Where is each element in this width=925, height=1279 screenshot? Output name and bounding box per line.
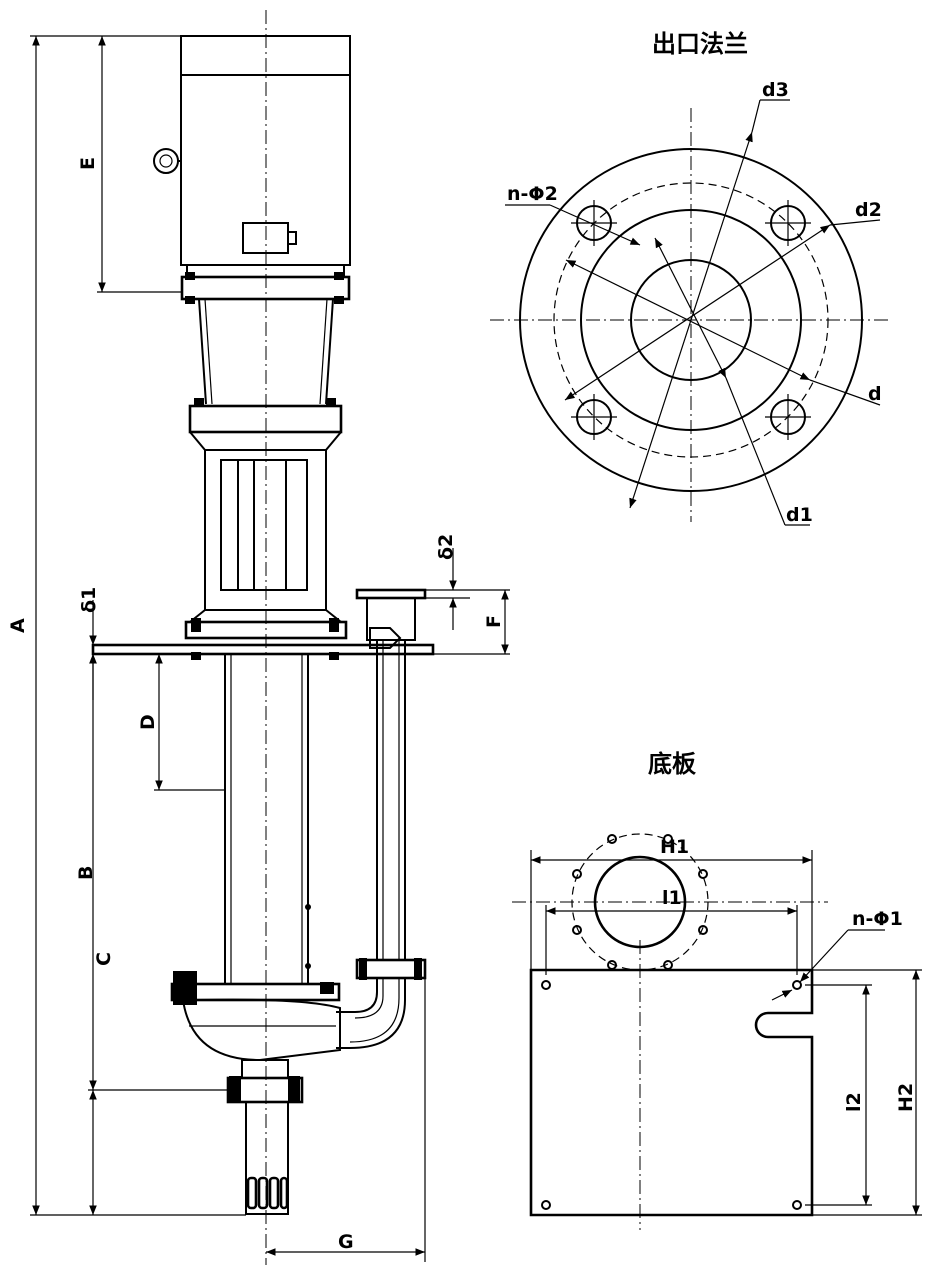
dim-label-delta1: δ1 (78, 587, 100, 613)
dim-label-n-phi2: n-Φ2 (507, 183, 558, 205)
suction-strainer (245, 1101, 289, 1215)
corner-hole (541, 1200, 551, 1210)
dim-label-E: E (77, 157, 99, 170)
outlet-flange-side (355, 588, 427, 600)
discharge-lower-flange (355, 958, 427, 980)
discharge-elbow (336, 978, 378, 1013)
volute-casing (181, 998, 341, 1062)
casing-flange (170, 982, 341, 1002)
dim-label-d3: d3 (762, 79, 789, 101)
bearing-housing (204, 449, 327, 611)
dim-label-D: D (137, 714, 159, 730)
dim-label-d: d (868, 383, 882, 405)
dim-label-d2: d2 (855, 199, 882, 221)
dim-line-d1 (654, 237, 727, 379)
lifting-eye (153, 148, 179, 174)
dim-line-n-phi1 (799, 929, 849, 983)
dim-label-H1: H1 (660, 836, 689, 858)
corner-hole (541, 980, 551, 990)
dim-label-F: F (483, 615, 505, 628)
dim-label-d1: d1 (786, 504, 813, 526)
pump-elevation-view: A E δ1 B C D δ2 F G (7, 10, 510, 1265)
dim-label-C: C (93, 952, 115, 966)
bearing-flange (188, 404, 343, 434)
outlet-flange-title: 出口法兰 (652, 30, 748, 58)
outlet-flange-view: 出口法兰 d3 d2 d d1 n-Φ (490, 30, 892, 526)
motor-flange (180, 275, 351, 301)
dim-label-G: G (338, 1231, 354, 1253)
base-bolt-circle (571, 833, 709, 971)
corner-hole (792, 1200, 802, 1210)
base-plate-title: 底板 (648, 750, 697, 778)
base-plate-outline (529, 968, 814, 1217)
mounting-plate (91, 643, 435, 656)
dim-label-l1: l1 (662, 887, 682, 909)
dim-label-H2: H2 (895, 1083, 917, 1112)
dim-label-B: B (75, 866, 97, 880)
dim-label-l2: l2 (843, 1092, 865, 1112)
dim-label-delta2: δ2 (435, 534, 457, 560)
column-flange (184, 620, 348, 640)
dim-label-n-phi1: n-Φ1 (852, 908, 903, 930)
corner-hole (792, 980, 802, 990)
discharge-pipe (376, 639, 406, 961)
base-plate-view: 底板 H1 l1 n-Φ1 (512, 750, 922, 1230)
dim-line-n-phi2 (549, 204, 641, 246)
motor-bracket (198, 298, 334, 405)
dim-label-A: A (7, 618, 29, 633)
